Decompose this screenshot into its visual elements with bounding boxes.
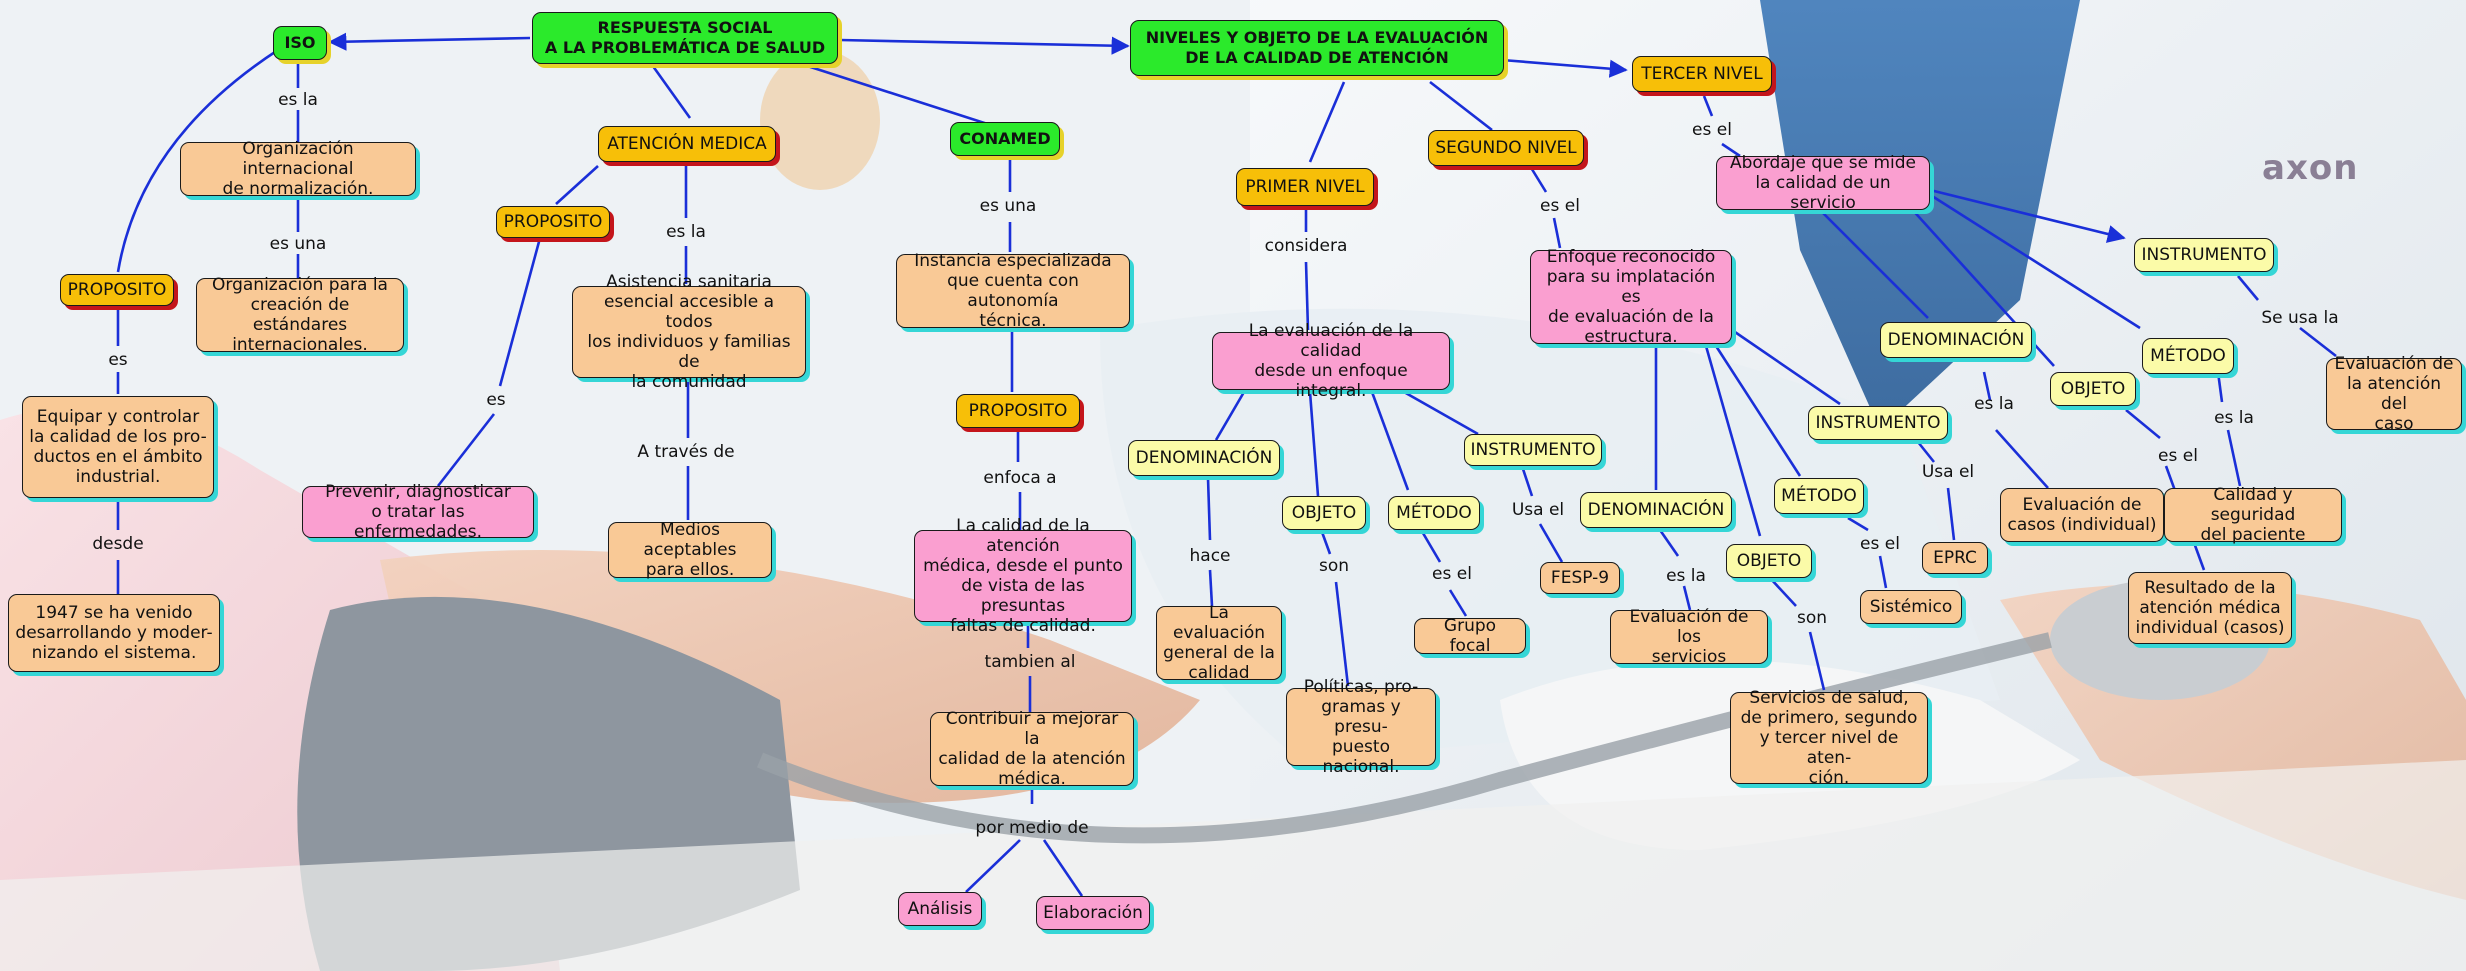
- node-evaluacion-atencion-caso[interactable]: Evaluación de la atención del caso: [2326, 354, 2462, 434]
- node-atencion-medica[interactable]: ATENCIÓN MEDICA: [598, 126, 776, 162]
- link-label: es la: [2214, 408, 2254, 428]
- node-tercer-denominacion[interactable]: DENOMINACIÓN: [1880, 322, 2032, 358]
- link-label: Usa el: [1921, 462, 1975, 482]
- node-niveles[interactable]: NIVELES Y OBJETO DE LA EVALUACIÓN DE LA …: [1130, 20, 1504, 76]
- link-label: Usa el: [1511, 500, 1565, 520]
- node-tercer-metodo[interactable]: MÉTODO: [2142, 338, 2234, 374]
- node-respuesta-social[interactable]: RESPUESTA SOCIAL A LA PROBLEMÁTICA DE SA…: [532, 12, 838, 64]
- node-iso-proposito[interactable]: PROPOSITO: [60, 274, 174, 306]
- link-label: es el: [1432, 564, 1472, 584]
- link-label: es la: [1666, 566, 1706, 586]
- node-enfoque-reconocido[interactable]: Enfoque reconocido para su implatación e…: [1530, 247, 1732, 347]
- node-instancia[interactable]: Instancia especializada que cuenta con a…: [896, 251, 1130, 331]
- node-resultado-atencion[interactable]: Resultado de la atención médica individu…: [2128, 572, 2292, 644]
- node-primer-instrumento[interactable]: INSTRUMENTO: [1464, 434, 1602, 466]
- node-iso-1947[interactable]: 1947 se ha venido desarrollando y moder-…: [8, 594, 220, 672]
- node-fesp-9[interactable]: FESP-9: [1540, 562, 1620, 594]
- node-prevenir[interactable]: Prevenir, diagnosticar o tratar las enfe…: [302, 482, 534, 542]
- node-sistemico[interactable]: Sistémico: [1860, 590, 1962, 624]
- node-evaluacion-integral[interactable]: La evaluación de la calidad desde un enf…: [1212, 321, 1450, 401]
- node-abordaje[interactable]: Abordaje que se mide la calidad de un se…: [1716, 153, 1930, 213]
- node-tercer-nivel[interactable]: TERCER NIVEL: [1632, 56, 1772, 92]
- node-segundo-instrumento[interactable]: INSTRUMENTO: [1808, 406, 1948, 440]
- node-iso-equipar[interactable]: Equipar y controlar la calidad de los pr…: [22, 396, 214, 498]
- node-segundo-nivel[interactable]: SEGUNDO NIVEL: [1428, 130, 1584, 166]
- node-evaluacion-servicios[interactable]: Evaluación de los servicios: [1610, 607, 1768, 667]
- link-label: es el: [2158, 446, 2198, 466]
- node-segundo-objeto[interactable]: OBJETO: [1726, 544, 1812, 578]
- node-evaluacion-general[interactable]: La evaluación general de la calidad: [1156, 603, 1282, 683]
- node-servicios-salud[interactable]: Servicios de salud, de primero, segundo …: [1730, 688, 1928, 788]
- node-conamed-proposito[interactable]: PROPOSITO: [956, 394, 1080, 428]
- link-label: enfoca a: [983, 468, 1057, 488]
- node-segundo-metodo[interactable]: MÉTODO: [1774, 478, 1864, 514]
- link-label: hace: [1189, 546, 1231, 566]
- node-iso[interactable]: ISO: [273, 26, 327, 60]
- node-calidad-seguridad[interactable]: Calidad y seguridad del paciente: [2164, 485, 2342, 545]
- link-label: es: [486, 390, 506, 410]
- node-calidad-atencion[interactable]: La calidad de la atención médica, desde …: [914, 516, 1132, 636]
- link-label: es: [108, 350, 128, 370]
- node-analisis[interactable]: Análisis: [898, 892, 982, 926]
- node-primer-denominacion[interactable]: DENOMINACIÓN: [1128, 440, 1280, 476]
- link-label: considera: [1264, 236, 1348, 256]
- node-tercer-instrumento[interactable]: INSTRUMENTO: [2134, 238, 2274, 272]
- node-iso-organizacion[interactable]: Organización para la creación de estánda…: [196, 275, 404, 355]
- node-tercer-objeto[interactable]: OBJETO: [2050, 372, 2136, 406]
- link-label: es el: [1692, 120, 1732, 140]
- axon-logo: axon: [2262, 148, 2359, 188]
- link-label: son: [1796, 608, 1828, 628]
- link-label: es la: [666, 222, 706, 242]
- node-primer-objeto[interactable]: OBJETO: [1282, 496, 1366, 530]
- link-label: desde: [92, 534, 144, 554]
- link-label: es la: [1974, 394, 2014, 414]
- node-asistencia-sanitaria[interactable]: Asistencia sanitaria esencial accesible …: [572, 272, 806, 392]
- node-eprc[interactable]: EPRC: [1922, 542, 1988, 574]
- link-label: es una: [979, 196, 1037, 216]
- node-contribuir[interactable]: Contribuir a mejorar la calidad de la at…: [930, 709, 1134, 789]
- node-segundo-denominacion[interactable]: DENOMINACIÓN: [1580, 492, 1732, 528]
- link-label: A través de: [637, 442, 735, 462]
- node-conamed[interactable]: CONAMED: [950, 122, 1060, 156]
- node-primer-nivel[interactable]: PRIMER NIVEL: [1236, 168, 1374, 206]
- node-grupo-focal[interactable]: Grupo focal: [1414, 616, 1526, 656]
- link-label: es la: [278, 90, 318, 110]
- link-label: por medio de: [975, 818, 1089, 838]
- link-label: son: [1318, 556, 1350, 576]
- link-label: es una: [269, 234, 327, 254]
- link-label: es el: [1540, 196, 1580, 216]
- link-label: es el: [1860, 534, 1900, 554]
- link-label: tambien al: [984, 652, 1076, 672]
- node-elaboracion[interactable]: Elaboración: [1036, 896, 1150, 930]
- link-label: Se usa la: [2261, 308, 2339, 328]
- node-atencion-proposito[interactable]: PROPOSITO: [496, 206, 610, 238]
- node-primer-metodo[interactable]: MÉTODO: [1388, 496, 1480, 530]
- node-evaluacion-casos[interactable]: Evaluación de casos (individual): [2000, 488, 2164, 542]
- node-iso-definicion[interactable]: Organización internacional de normalizac…: [180, 139, 416, 199]
- node-politicas[interactable]: Políticas, pro- gramas y presu- puesto n…: [1286, 677, 1436, 777]
- node-medios-aceptables[interactable]: Medios aceptables para ellos.: [608, 520, 772, 580]
